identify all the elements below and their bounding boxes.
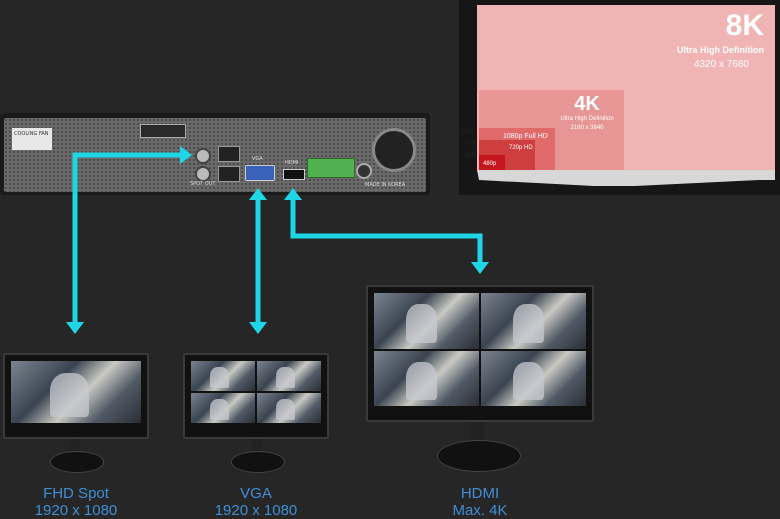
camera-feed [191,361,255,391]
camera-feed [191,393,255,423]
spot-connection-line [72,152,183,325]
hdmi-port [283,169,305,180]
bnc-port-2 [195,166,211,182]
vga-name: VGA [240,485,272,502]
spot-arrow-head-down [66,322,84,334]
fhd-spot-monitor-base [50,451,104,473]
label-8k-subtitle: Ultra High Definition [677,45,764,55]
terminal-block [307,158,355,178]
camera-feed [374,350,479,406]
label-720p: 720p HD [509,145,533,151]
camera-feed [257,361,321,391]
vga-port-label: VGA [252,156,263,162]
camera-feed [481,350,586,406]
hdmi-monitor [366,285,594,422]
vga-arrow-head-down [249,322,267,334]
vga-arrow-head-up [249,188,267,200]
y-tick-720: 720 [465,140,476,146]
spot-arrow-head-right [180,146,192,164]
resolution-chart: 8K Ultra High Definition 4320 x 7680 4K … [462,5,775,186]
lan-port-2 [218,166,240,182]
label-4k-subtitle: Ultra High Definition [560,116,613,122]
label-4k-resolution: 2160 x 3840 [570,125,604,131]
vga-monitor-base [231,451,285,473]
dc-port [356,163,372,179]
camera-feed [257,393,321,423]
spot-out-label: SPOT OUT [190,181,216,187]
fhd-spot-spec: 1920 x 1080 [34,502,118,519]
fhd-spot-screen [11,361,141,423]
hdmi-arrow-head-up [284,188,302,200]
hdmi-monitor-base [437,440,521,472]
hdmi-port-label: HDMI [285,160,299,166]
x-tick-640: 640 [498,179,509,185]
power-port [140,124,186,138]
hdmi-connection-line [290,197,483,262]
vga-label: VGA 1920 x 1080 [180,485,332,519]
fan-icon [372,128,416,172]
label-8k: 8K [726,9,765,42]
camera-feed [11,361,141,423]
hdmi-name: HDMI [460,485,500,502]
hdmi-spec: Max. 4K [452,502,508,519]
fhd-spot-monitor [3,353,149,439]
camera-feed [481,293,586,349]
lan-port-1 [218,146,240,162]
vga-port [245,165,275,181]
resolution-480p-area [479,155,505,170]
vga-spec: 1920 x 1080 [214,502,298,519]
y-tick-1080: 1080 [462,129,476,135]
label-4k: 4K [574,93,600,115]
fhd-spot-label: FHD Spot 1920 x 1080 [0,485,152,519]
vga-monitor [183,353,329,439]
fhd-spot-monitor-stand [70,439,80,451]
vga-screen [191,361,321,423]
hdmi-monitor-stand [470,422,484,442]
dvr-label-sticker [12,128,52,150]
label-1080p: 1080p Full HD [503,133,548,140]
made-in-label: MADE IN KOREA [365,182,406,188]
dvr-model-label: COOLING FAN [14,131,49,137]
hdmi-arrow-head-down [471,262,489,274]
label-480p: 480p [483,161,497,167]
hdmi-label: HDMI Max. 4K [404,485,556,519]
y-tick-480: 480 [465,153,476,159]
hdmi-screen [374,293,586,406]
bnc-port-1 [195,148,211,164]
label-8k-resolution: 4320 x 7680 [694,59,749,70]
camera-feed [374,293,479,349]
tv-stand-base [477,170,775,186]
fhd-spot-name: FHD Spot [43,485,109,502]
vga-monitor-stand [252,439,262,451]
